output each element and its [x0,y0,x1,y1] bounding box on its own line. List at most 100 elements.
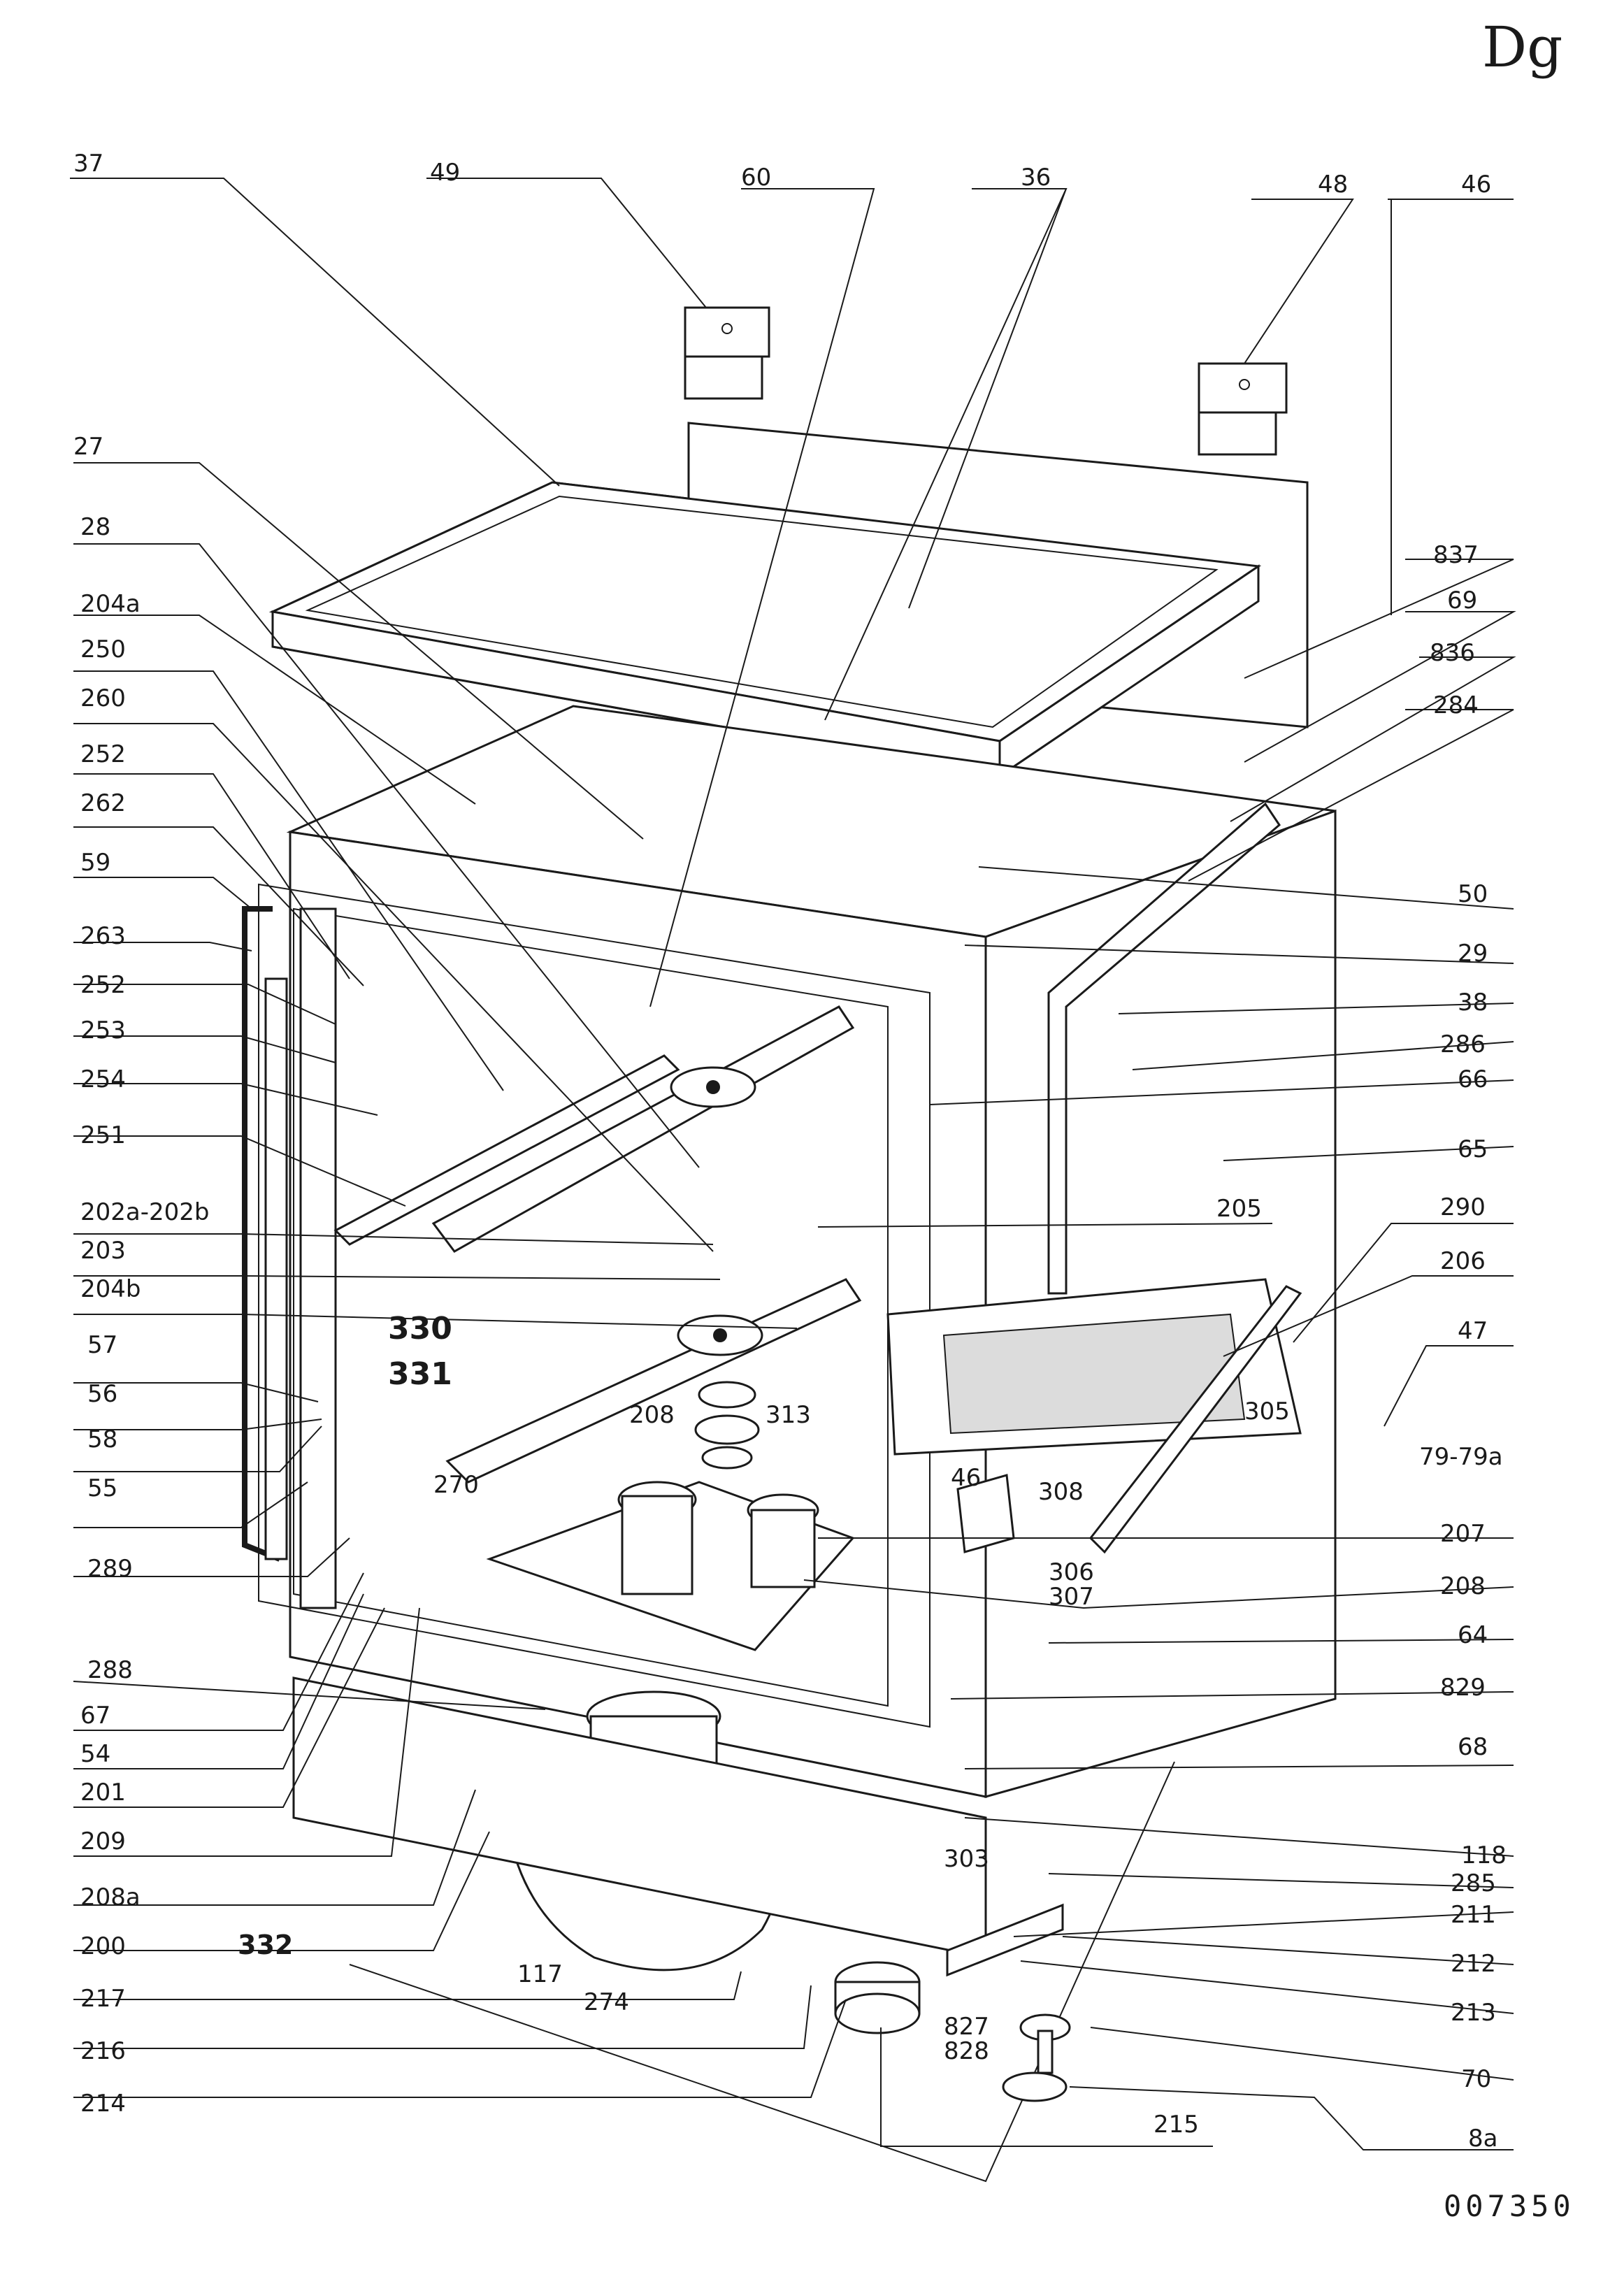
bracket-48 [1198,362,1288,456]
adjustable-foot [1002,2013,1071,2102]
callout-836: 836 [1430,639,1475,667]
callout-213: 213 [1451,1999,1496,2027]
rail-308 [1089,1285,1302,1554]
callout-216: 216 [80,2037,126,2065]
callout-306: 306 [1049,1558,1094,1586]
callout-28: 28 [80,513,110,541]
parts-drawing [70,178,1516,2183]
callout-332: 332 [238,1930,293,1960]
callout-303: 303 [944,1845,989,1873]
callout-70: 70 [1461,2065,1491,2093]
callout-57: 57 [87,1331,117,1359]
callout-203: 203 [80,1237,126,1265]
callout-284: 284 [1433,691,1479,719]
callout-837: 837 [1433,541,1479,569]
callout-217: 217 [80,1985,126,2013]
callout-307: 307 [1049,1583,1094,1611]
callout-251: 251 [80,1121,126,1149]
callout-260: 260 [80,684,126,712]
callout-58: 58 [87,1425,117,1453]
callout-54: 54 [80,1740,110,1768]
callout-46-b: 46 [951,1464,981,1492]
callout-8a: 8a [1468,2125,1497,2153]
callout-254: 254 [80,1065,126,1093]
callout-79-79a: 79-79a [1419,1443,1503,1471]
callout-60: 60 [741,164,771,192]
callout-204b: 204b [80,1275,141,1303]
callout-55: 55 [87,1474,117,1502]
callout-214: 214 [80,2090,126,2118]
callout-labels: 37 49 60 36 48 46 27 837 28 69 204a 836 … [73,150,1507,2153]
callout-215: 215 [1154,2111,1199,2139]
callout-38: 38 [1458,989,1488,1017]
callout-250: 250 [80,635,126,663]
callout-49: 49 [430,159,460,187]
bracket-49 [684,306,770,400]
callout-56: 56 [87,1380,117,1408]
callout-202a-202b: 202a-202b [80,1198,209,1226]
upper-spray-arm [431,1005,855,1253]
sheet-code: Dg [1482,15,1562,80]
callout-289: 289 [87,1555,133,1583]
drawing-number: 007350 [1444,2189,1575,2223]
callout-37: 37 [73,150,103,178]
callout-118: 118 [1461,1841,1507,1869]
callout-313: 313 [766,1401,811,1429]
callout-67: 67 [80,1702,110,1730]
callout-48: 48 [1318,171,1348,199]
hub-stack [694,1381,760,1470]
callout-308: 308 [1038,1478,1084,1506]
callout-288: 288 [87,1656,133,1684]
callout-117: 117 [517,1960,563,1988]
callout-47: 47 [1458,1317,1488,1345]
callout-285: 285 [1451,1869,1496,1897]
callout-252: 252 [80,740,126,768]
callout-68: 68 [1458,1733,1488,1761]
door-gasket [242,906,337,1609]
callout-209: 209 [80,1827,126,1855]
callout-211: 211 [1451,1901,1496,1929]
callout-208-a: 208 [629,1401,675,1429]
callout-290: 290 [1440,1193,1486,1221]
callout-274: 274 [584,1988,629,2016]
callout-252-b: 252 [80,971,126,999]
side-insulation [1047,802,1281,1295]
callout-262: 262 [80,789,126,817]
callout-36: 36 [1021,164,1051,192]
callout-206: 206 [1440,1247,1486,1275]
callout-212: 212 [1451,1950,1496,1978]
callout-270: 270 [433,1471,479,1499]
callout-827: 827 [944,2013,989,2041]
callout-207: 207 [1440,1520,1486,1548]
bracket-827 [946,1903,1064,1977]
callout-50: 50 [1458,880,1488,908]
callout-829: 829 [1440,1674,1486,1702]
callout-46: 46 [1461,171,1491,199]
callout-330: 330 [388,1311,452,1346]
callout-69: 69 [1447,587,1477,615]
callout-208-b: 208 [1440,1572,1486,1600]
callout-65: 65 [1458,1135,1488,1163]
callout-64: 64 [1458,1621,1488,1649]
callout-200: 200 [80,1932,126,1960]
callout-305: 305 [1244,1398,1290,1425]
rear-panel [269,422,1309,778]
callout-253: 253 [80,1017,126,1044]
callout-263: 263 [80,922,126,950]
callout-828: 828 [944,2037,989,2065]
drain-ring [834,1961,921,2034]
callout-205: 205 [1216,1195,1262,1223]
callout-208a: 208a [80,1883,141,1911]
callout-201: 201 [80,1779,126,1807]
callout-331: 331 [388,1356,452,1392]
filter-tray [486,1481,855,1651]
callout-66: 66 [1458,1065,1488,1093]
rack-rail [333,1054,680,1246]
callout-286: 286 [1440,1030,1486,1058]
callout-204a: 204a [80,590,141,618]
leader-lines [70,178,1516,2150]
callout-29: 29 [1458,940,1488,968]
callout-27: 27 [73,433,103,461]
callout-59: 59 [80,849,110,877]
